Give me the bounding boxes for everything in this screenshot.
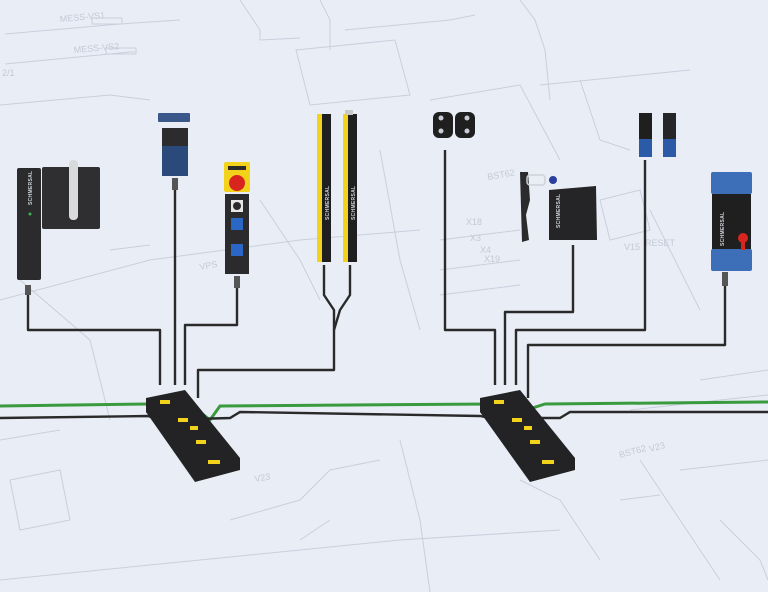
safety-sensor-icon [158,113,190,190]
hinge-switch-icon [433,112,475,138]
brand-label: SCHMERSAL [556,194,562,228]
schematic-label: V15 [624,242,640,252]
brand-label: SCHMERSAL [325,186,331,220]
bus-dark-line [0,410,768,422]
brand-label: SCHMERSAL [28,171,34,205]
schematic-label: MESS-VS2 [73,41,119,55]
field-box-icon [480,390,575,482]
schematic-label: X3 [470,233,481,243]
schematic-label: X4 [480,245,491,255]
field-box-icon [146,390,240,482]
emergency-stop-icon [224,162,250,288]
door-handle-lock-icon: SCHMERSAL [17,160,100,295]
schematic-label: MESS-VS1 [59,10,105,24]
cables [26,150,727,398]
schematic-label: BST62 [618,443,647,460]
light-curtain-icon: SCHMERSAL SCHMERSAL [317,110,357,262]
schematic-label: X18 [466,217,482,227]
brand-label: SCHMERSAL [351,186,357,220]
schematic-label: RESET [645,238,676,248]
magnetic-sensor-icon [639,113,676,157]
schematic-label: 2/1 [2,68,15,78]
solenoid-interlock-icon: SCHMERSAL [711,172,752,286]
brand-label: SCHMERSAL [720,212,726,246]
schematic-label: BST62 [487,167,516,182]
bus-lines [0,400,768,423]
schematic-label: VPS [199,259,218,272]
schematic-label: V23 [648,440,666,454]
schematic-label: X19 [484,254,500,264]
schematic-label: V23 [254,471,272,484]
guard-locking-icon: SCHMERSAL [520,172,597,242]
